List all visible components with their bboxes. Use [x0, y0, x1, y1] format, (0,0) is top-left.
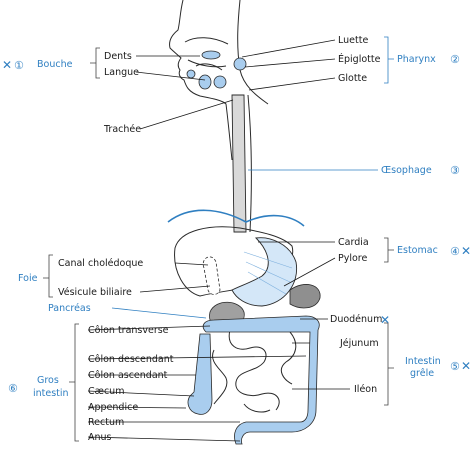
label-foie: Foie	[18, 273, 38, 284]
number-2: ②	[450, 53, 460, 66]
number-3: ③	[450, 164, 460, 177]
label-gros-intestin-line1: Gros	[37, 375, 59, 386]
label-group-gros-intestin: ⑥ Gros intestin Côlon transverse Côlon d…	[8, 325, 174, 443]
x-mark-duodenum: ✕	[380, 313, 390, 327]
label-caecum: Cæcum	[88, 386, 124, 397]
label-gros-intestin-line2: intestin	[33, 388, 69, 399]
label-intestin-grele-line1: Intestin	[405, 356, 441, 367]
label-colon-transverse: Côlon transverse	[88, 325, 169, 336]
label-group-foie: Canal cholédoque Vésicule biliaire Foie …	[18, 258, 143, 314]
label-glotte: Glotte	[338, 73, 367, 84]
number-6: ⑥	[8, 382, 18, 395]
label-colon-ascendant: Côlon ascendant	[88, 370, 168, 381]
label-group-mouth: ✕ ① Bouche Dents Langue Trachée	[2, 51, 141, 135]
brackets	[43, 36, 394, 442]
gallbladder	[202, 256, 221, 295]
label-dents: Dents	[104, 51, 132, 62]
label-epiglotte: Épiglotte	[338, 53, 381, 65]
label-pharynx: Pharynx	[397, 54, 436, 65]
esophagus	[231, 94, 252, 233]
x-mark-estomac: ✕	[461, 244, 471, 258]
head-outline	[169, 0, 269, 161]
label-canal-choledoque: Canal cholédoque	[58, 258, 143, 269]
small-intestine	[212, 319, 297, 413]
x-mark-bouche: ✕	[2, 58, 12, 72]
leader-lines	[87, 39, 378, 442]
label-group-oesophage: Œsophage ③	[381, 164, 460, 177]
label-luette: Luette	[338, 35, 368, 46]
label-oesophage: Œsophage	[381, 165, 432, 176]
diaphragm-line	[167, 209, 305, 227]
label-vesicule-biliaire: Vésicule biliaire	[58, 287, 132, 298]
label-jejunum: Jéjunum	[339, 338, 379, 349]
label-group-estomac: Cardia Pylore Estomac ④ ✕	[338, 237, 471, 264]
x-mark-intestin-grele: ✕	[461, 359, 471, 373]
colon	[187, 315, 320, 445]
label-group-intestin-grele: Duodénum ✕ Jéjunum Iléon Intestin grêle …	[330, 313, 471, 395]
label-pancreas: Pancréas	[48, 303, 91, 314]
label-langue: Langue	[104, 67, 139, 78]
label-cardia: Cardia	[338, 237, 369, 248]
label-trachee: Trachée	[103, 124, 141, 135]
stomach	[231, 237, 298, 307]
number-4: ④	[450, 245, 460, 258]
label-group-pharynx: Luette Épiglotte Glotte Pharynx ②	[338, 35, 460, 84]
label-intestin-grele-line2: grêle	[410, 368, 434, 379]
number-5: ⑤	[450, 360, 460, 373]
mouth-structures	[186, 50, 247, 90]
label-bouche: Bouche	[37, 59, 73, 70]
label-duodenum: Duodénum	[330, 314, 382, 325]
label-appendice: Appendice	[88, 402, 138, 413]
number-1: ①	[14, 59, 24, 72]
label-pylore: Pylore	[338, 253, 367, 264]
label-ileon: Iléon	[354, 384, 377, 395]
label-estomac: Estomac	[397, 245, 438, 256]
label-rectum: Rectum	[88, 417, 124, 428]
label-anus: Anus	[88, 432, 112, 443]
label-colon-descendant: Côlon descendant	[88, 354, 174, 365]
